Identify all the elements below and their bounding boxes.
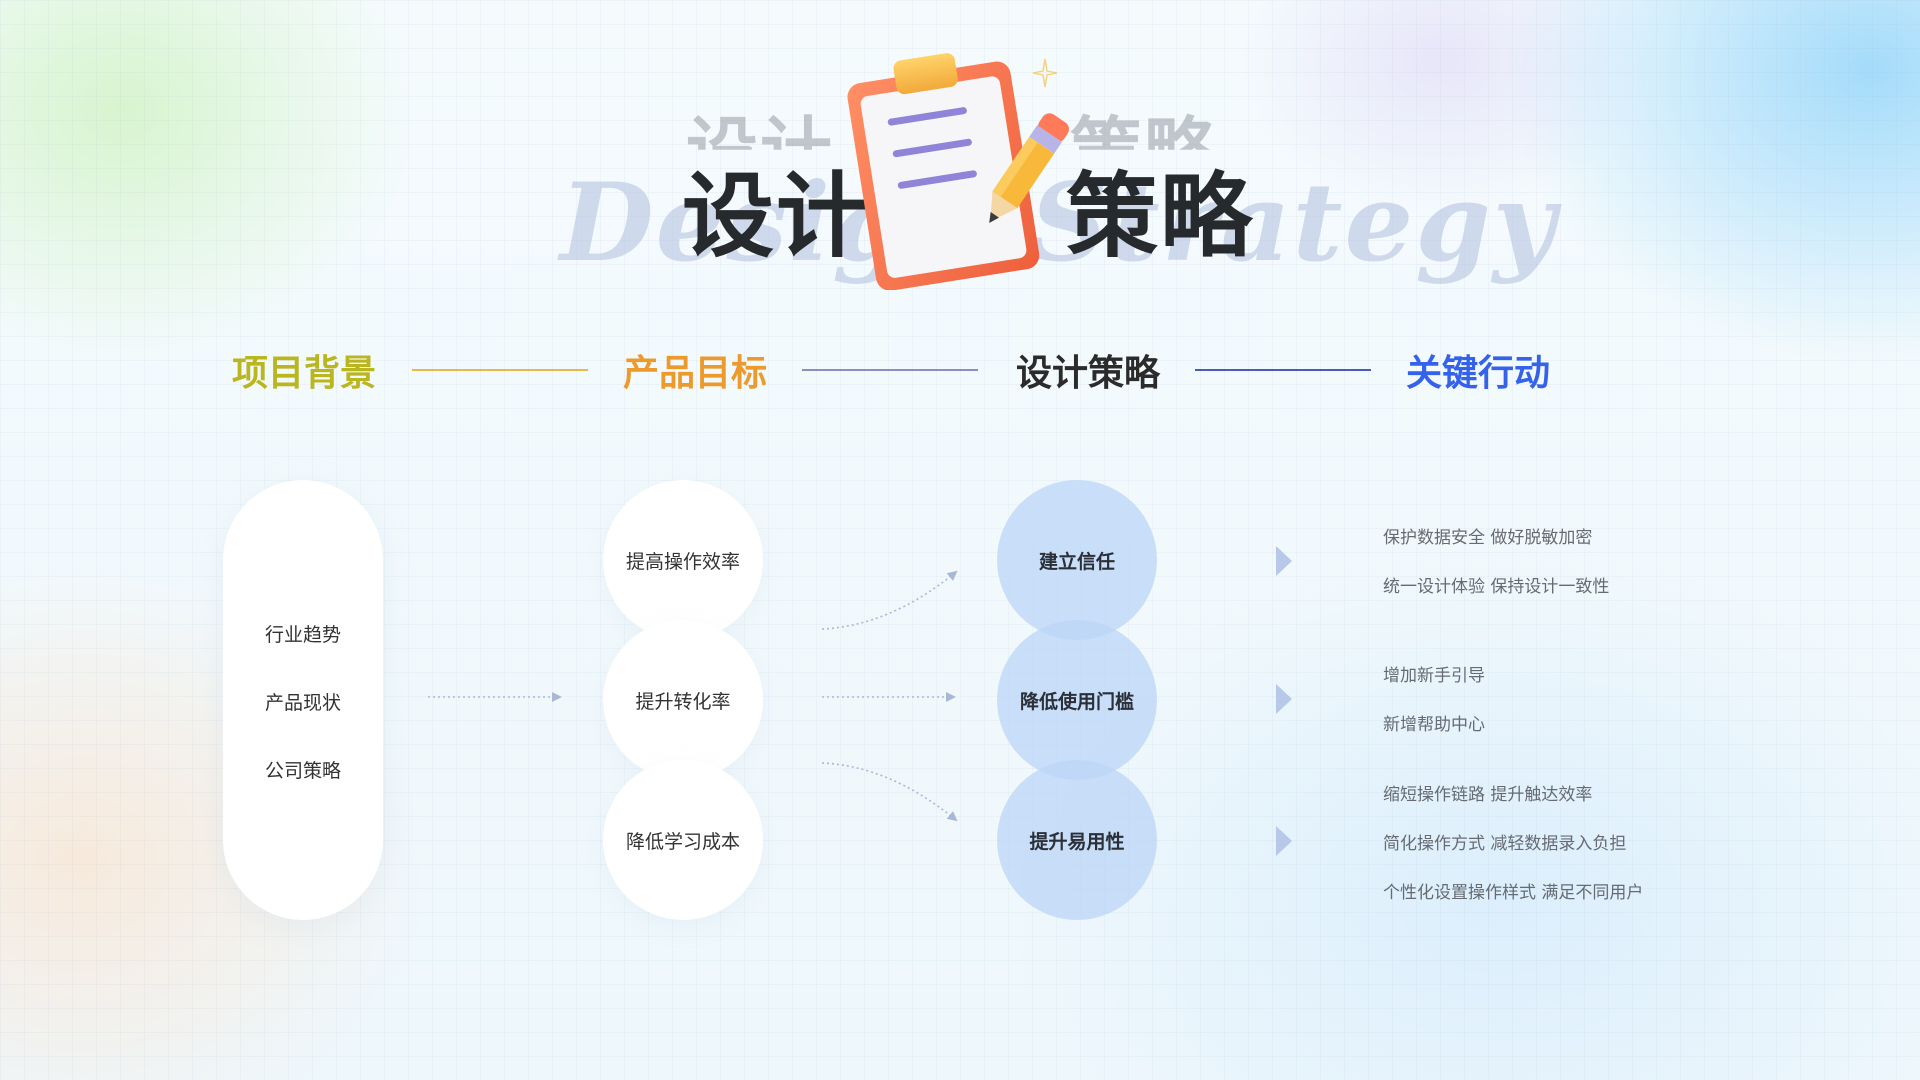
arrow-to-strategy-1	[821, 570, 958, 630]
sparkle-icon	[1032, 58, 1058, 88]
title-shadow-left: 设计	[686, 92, 834, 150]
step-design-strategy: 设计策略	[1016, 353, 1161, 394]
chevron-right-icon	[1276, 684, 1292, 714]
title-right: 策略	[1066, 163, 1255, 270]
flow-arrows	[428, 570, 958, 822]
connector-line	[412, 369, 588, 371]
action-item: 保护数据安全 做好脱敏加密	[1383, 528, 1593, 548]
strategy-circle-lower-barrier: 降低使用门槛	[997, 620, 1157, 780]
goal-circle-efficiency: 提高操作效率	[603, 480, 763, 640]
action-item: 增加新手引导	[1383, 666, 1485, 686]
action-item: 新增帮助中心	[1383, 715, 1485, 735]
action-item: 简化操作方式 减轻数据录入负担	[1383, 834, 1627, 854]
goal-circle-conversion: 提升转化率	[603, 620, 763, 780]
chevron-right-icon	[1276, 826, 1292, 856]
chevron-right-icon	[1276, 546, 1292, 576]
strategy-circle-trust: 建立信任	[997, 480, 1157, 640]
action-item: 缩短操作链路 提升触达效率	[1383, 785, 1593, 805]
background-item-product-status: 产品现状	[264, 692, 341, 714]
clipboard-icon	[847, 53, 1040, 290]
title-shadow-right: 策略	[1070, 92, 1218, 150]
title-english-watermark: Design Strategy	[560, 160, 1558, 286]
background-pill	[223, 480, 383, 920]
connector-line	[802, 369, 978, 371]
step-key-action: 关键行动	[1406, 353, 1551, 394]
step-project-background: 项目背景	[232, 353, 377, 394]
action-item: 统一设计体验 保持设计一致性	[1383, 577, 1610, 597]
pencil-icon	[989, 113, 1069, 224]
strategy-circle-usability: 提升易用性	[997, 760, 1157, 920]
goal-circle-learning-cost: 降低学习成本	[603, 760, 763, 920]
background-item-company-strategy: 公司策略	[264, 760, 341, 782]
arrow-to-strategy-3	[821, 762, 958, 822]
background-item-industry-trend: 行业趋势	[264, 624, 341, 646]
title-left: 设计	[682, 163, 871, 270]
action-item: 个性化设置操作样式 满足不同用户	[1383, 883, 1644, 903]
step-product-goal: 产品目标	[623, 353, 768, 394]
connector-line	[1195, 369, 1371, 371]
